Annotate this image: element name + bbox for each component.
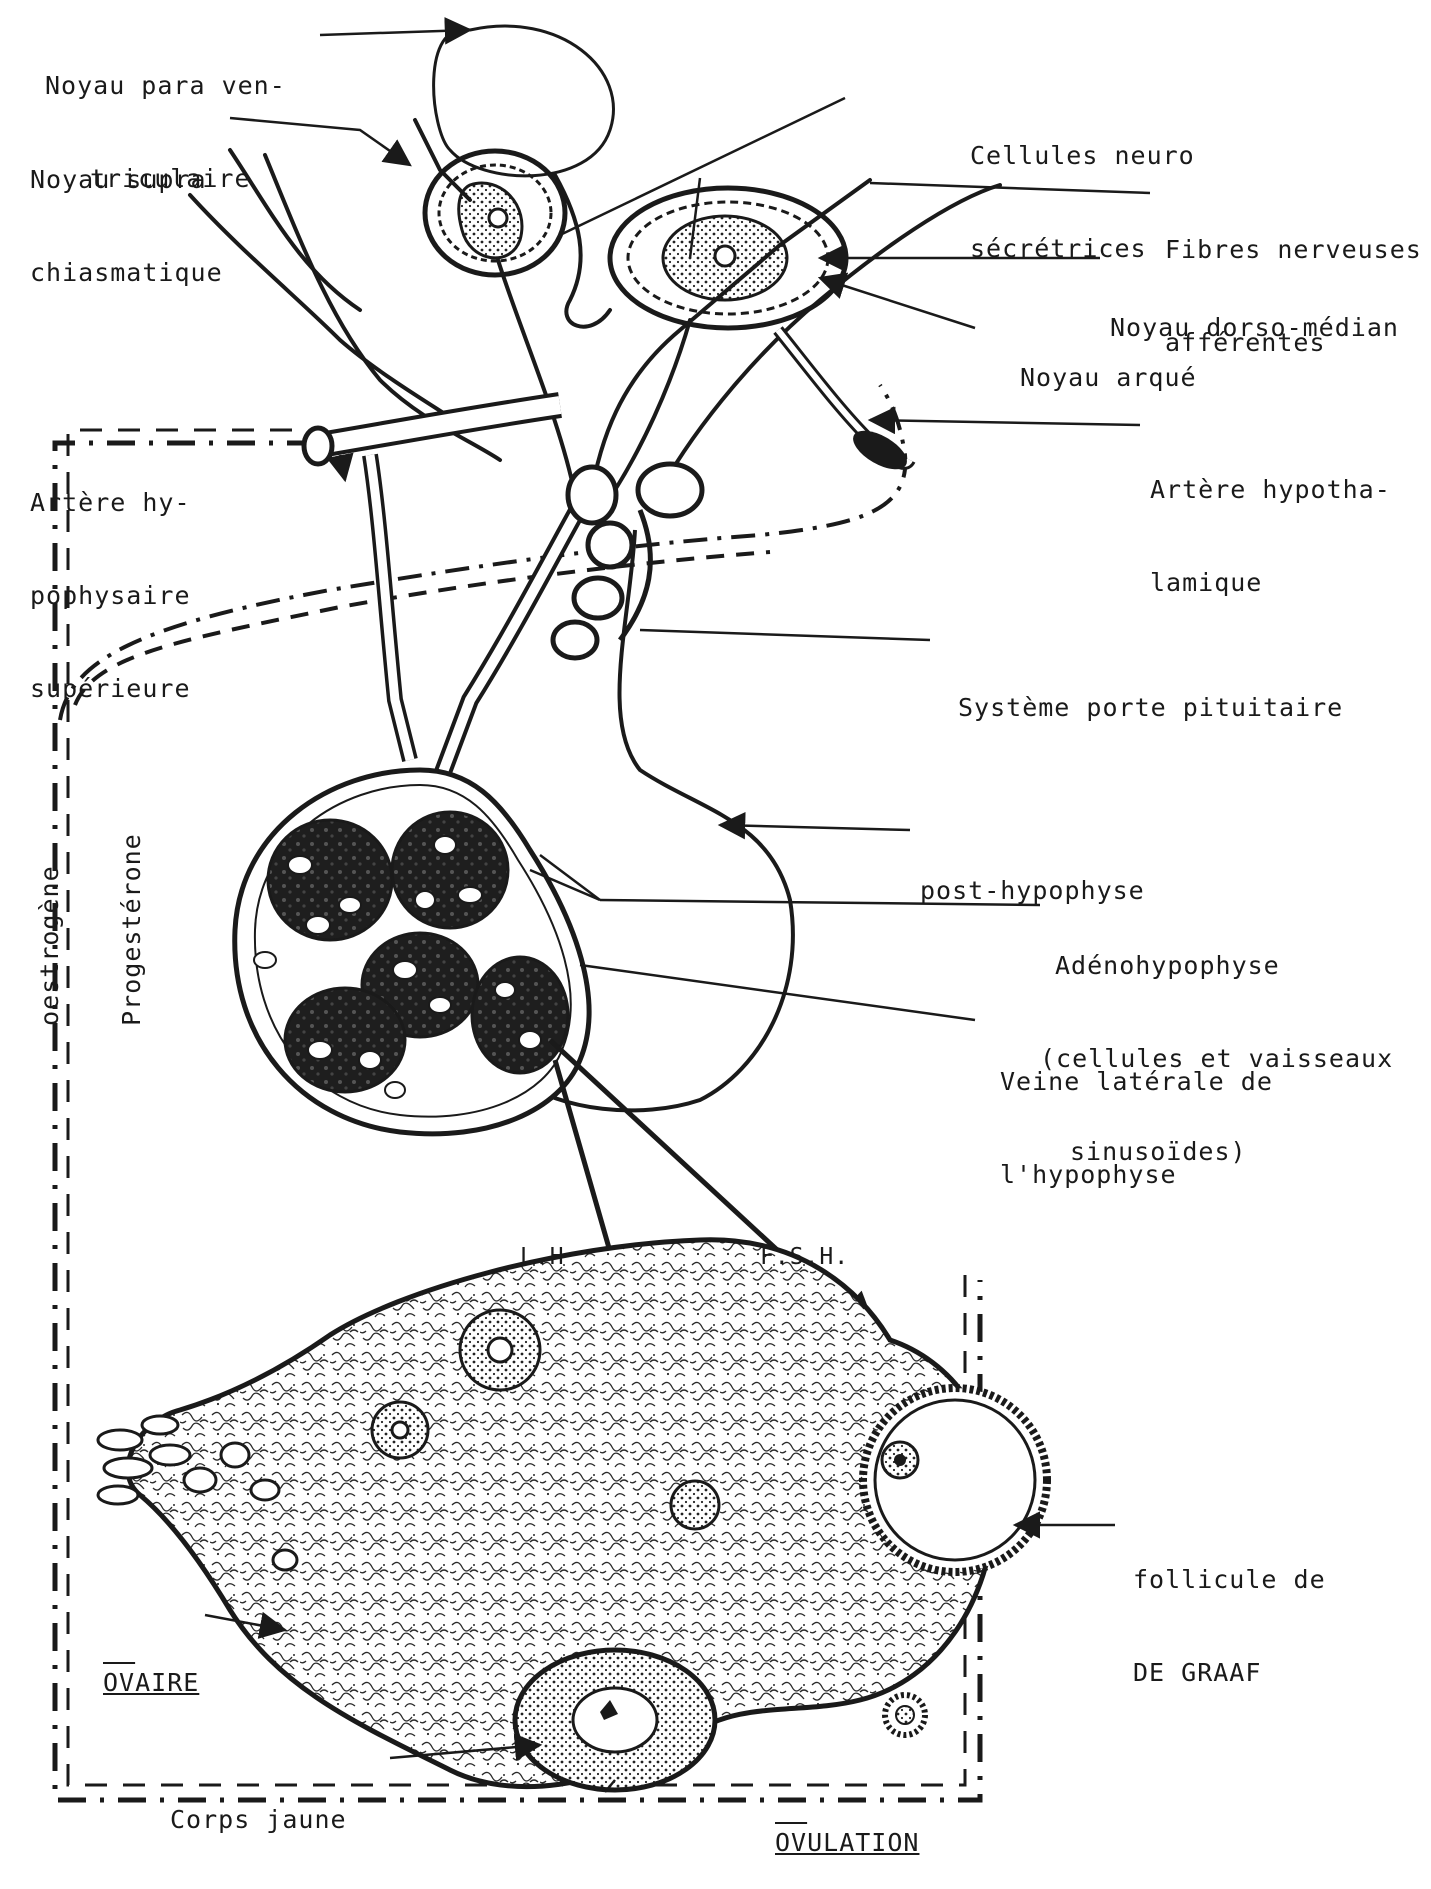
graafian-follicle [863, 1388, 1047, 1572]
paraventricular-nucleus [434, 26, 614, 176]
pituitary-portal-system [440, 464, 702, 780]
label-arcuate-nucleus: Noyau arqué [1020, 300, 1197, 424]
suprachiasmatic-nucleus [425, 151, 565, 275]
corpus-luteum [515, 1650, 715, 1790]
adenohypophysis [235, 770, 589, 1134]
label-corpus-luteum: Corps jaune [170, 1742, 347, 1866]
superior-hypophyseal-artery [304, 405, 560, 760]
label-oestrogen: oestrogène [6, 865, 64, 1058]
label-ovulation: OVULATION [775, 1765, 919, 1889]
label-suprachiasmatic-nucleus: Noyau supra chiasmatique [30, 102, 223, 319]
ovulated-oocyte [885, 1695, 925, 1735]
ovary [98, 1240, 995, 1790]
label-lh: L.H [520, 1180, 565, 1304]
hypothalamic-artery [778, 330, 913, 477]
label-hypothalamic-artery: Artère hypotha- lamique [1150, 412, 1391, 629]
label-superior-hypophyseal-artery: Artère hy- pophysaire supérieure [30, 425, 191, 735]
label-graafian-follicle: follicule de DE GRAAF [1133, 1502, 1326, 1719]
label-pituitary-portal-system: Système porte pituitaire [958, 630, 1343, 754]
label-ovary: OVAIRE [103, 1605, 199, 1729]
label-lateral-pituitary-vein: Veine latérale de l'hypophyse [1000, 1004, 1273, 1221]
label-fsh: F.S.H. [760, 1180, 849, 1304]
label-progesterone: Progestérone [88, 833, 146, 1058]
